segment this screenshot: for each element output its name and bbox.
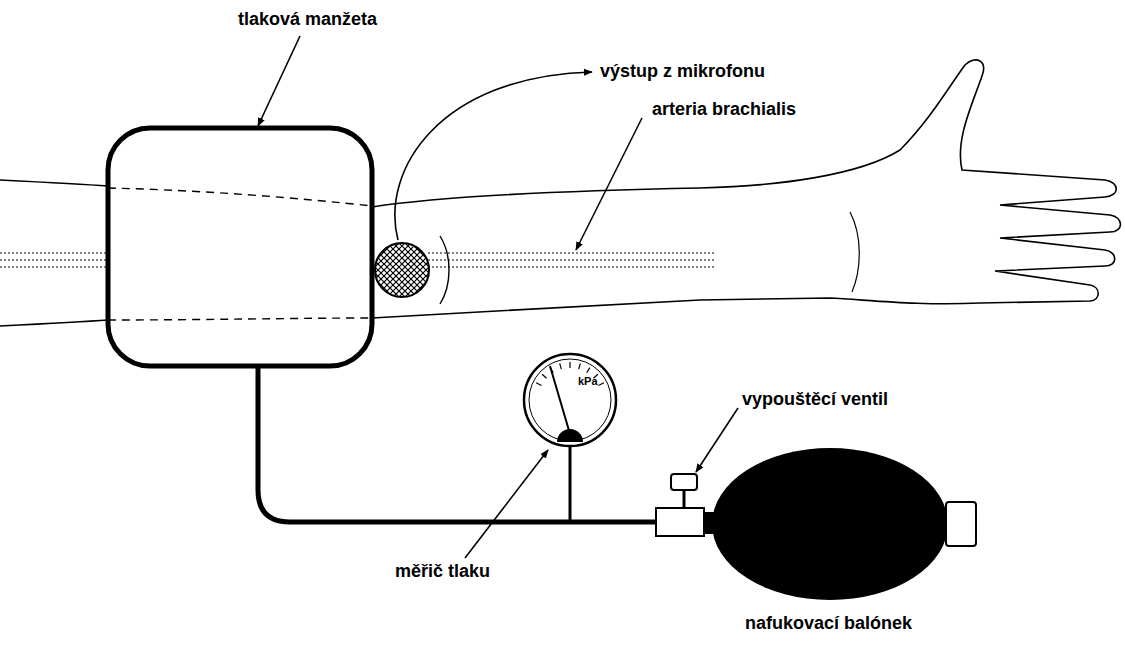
wrist-crease xyxy=(850,212,859,292)
valve-body xyxy=(656,508,704,536)
microphone-edge xyxy=(440,236,449,304)
forearm-hand xyxy=(372,60,1121,318)
microphone-label: výstup z mikrofonu xyxy=(600,62,765,82)
arm-hidden-outline xyxy=(108,318,372,320)
cuff-label: tlaková manžeta xyxy=(238,10,377,30)
unit-label: kPa xyxy=(578,376,598,387)
gauge-dial xyxy=(522,352,618,448)
bulb-inlet xyxy=(946,502,976,546)
gauge-stem xyxy=(569,446,572,520)
bulb-label: nafukovací balónek xyxy=(745,614,912,634)
inflation-bulb xyxy=(712,448,948,600)
arm-hidden-outline xyxy=(108,188,372,206)
arm-outline xyxy=(0,320,108,326)
arm-outline xyxy=(0,180,108,186)
microphone xyxy=(375,243,429,297)
bulb-neck xyxy=(704,512,716,534)
valve-stem xyxy=(683,490,686,508)
artery-label: arteria brachialis xyxy=(652,100,796,120)
valve-label: vypouštěcí ventil xyxy=(742,390,888,410)
release-valve xyxy=(671,474,697,490)
pressure-cuff xyxy=(108,128,372,366)
gauge-label: měřič tlaku xyxy=(395,562,490,582)
pressure-gauge: kPa xyxy=(522,352,618,448)
